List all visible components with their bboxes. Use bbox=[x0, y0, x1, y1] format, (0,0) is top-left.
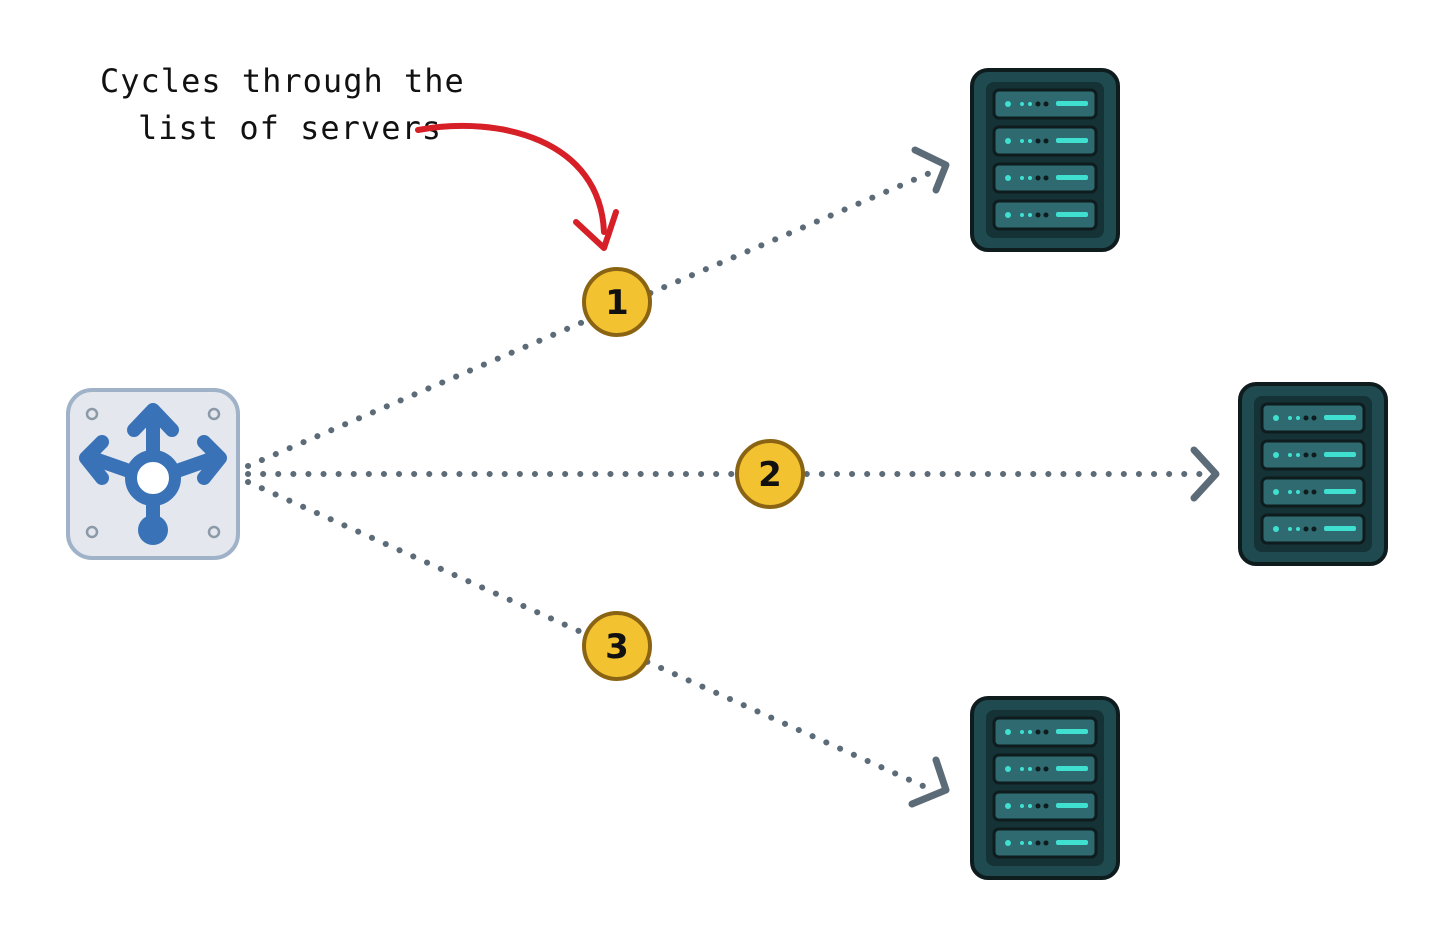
annotation-line-1: Cycles through the bbox=[100, 62, 465, 100]
badge-1: 1 bbox=[582, 267, 652, 337]
badge-3: 3 bbox=[582, 611, 652, 681]
server-2 bbox=[1238, 382, 1388, 566]
load-balancer-icon bbox=[66, 388, 240, 560]
arrowhead-server-3 bbox=[908, 756, 950, 808]
connector-to-server-1 bbox=[245, 169, 935, 469]
server-3 bbox=[970, 696, 1120, 880]
badge-2: 2 bbox=[735, 439, 805, 509]
server-2-slots bbox=[1260, 402, 1366, 545]
annotation-line-2: list of servers bbox=[138, 109, 442, 147]
arrowheads bbox=[908, 146, 1220, 808]
badge-1-label: 1 bbox=[605, 283, 629, 323]
arrowhead-server-1 bbox=[911, 146, 950, 194]
server-1-slots bbox=[992, 88, 1098, 231]
server-3-slots bbox=[992, 716, 1098, 859]
badge-2-label: 2 bbox=[758, 455, 782, 495]
badge-3-label: 3 bbox=[605, 627, 629, 667]
server-1 bbox=[970, 68, 1120, 252]
arrowhead-server-2 bbox=[1190, 446, 1220, 502]
annotation-arrow bbox=[415, 122, 619, 251]
